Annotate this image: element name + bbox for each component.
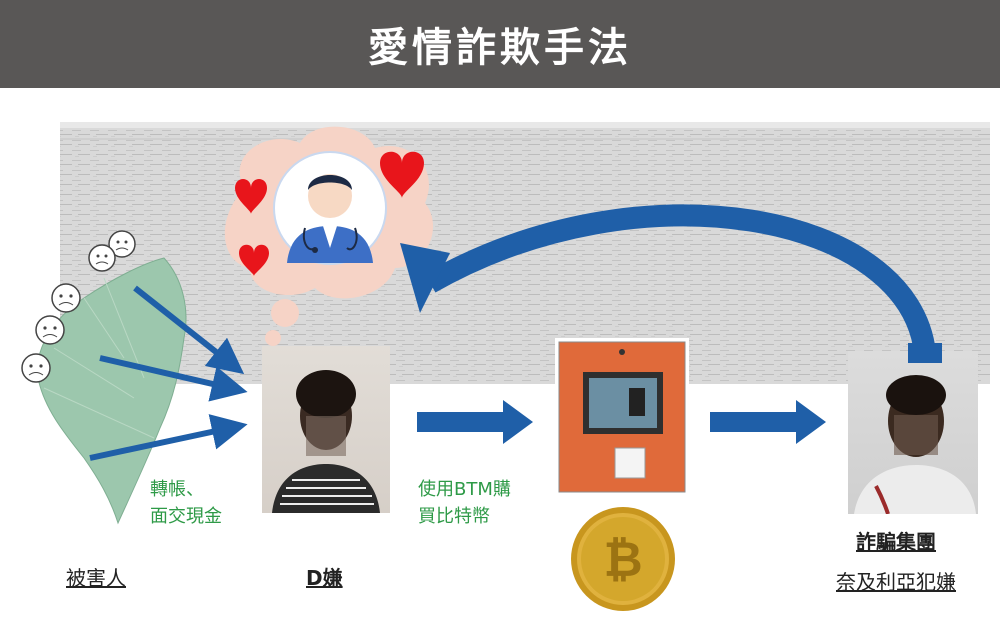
- worried-face-icon: [88, 244, 116, 272]
- nigerian-suspect-photo: [848, 351, 978, 514]
- victim-arrows: [89, 285, 248, 461]
- svg-text:₿: ₿: [603, 532, 642, 588]
- btm-caption: 使用BTM購 買比特幣: [418, 476, 511, 530]
- btm-line1: 使用BTM購: [418, 479, 511, 500]
- page-title: 愛情詐欺手法: [368, 25, 632, 71]
- bitcoin-icon: ₿: [571, 507, 675, 611]
- title-bar: 愛情詐欺手法: [0, 0, 1000, 88]
- worried-face-icon: [21, 353, 51, 383]
- worried-faces: [21, 230, 136, 383]
- nigerian-suspect-label: 奈及利亞犯嫌: [836, 570, 956, 594]
- suspect-d-label: D嫌: [306, 566, 343, 590]
- heart-icon: [380, 151, 424, 198]
- transfer-line1: 轉帳、: [150, 479, 204, 500]
- btm-machine: [555, 338, 689, 496]
- thought-bubble: [224, 126, 434, 346]
- transfer-line2: 面交現金: [150, 506, 222, 527]
- doctor-avatar: [273, 151, 387, 265]
- worried-face-icon: [108, 230, 136, 258]
- worried-face-icon: [35, 315, 65, 345]
- arrow-to-group: [710, 400, 826, 444]
- suspect-d-photo: [262, 346, 390, 513]
- heart-icon: [239, 244, 269, 276]
- diagram: ₿ 轉帳、 面交現金 使用BTM購 買比特幣 被害人 D嫌 詐騙集團 奈及利亞犯…: [0, 88, 1000, 619]
- arrow-to-btm: [417, 400, 533, 444]
- fraud-group-label: 詐騙集團: [856, 530, 936, 554]
- btm-line2: 買比特幣: [418, 506, 490, 527]
- heart-icon: [235, 179, 267, 214]
- worried-face-icon: [51, 283, 81, 313]
- victim-label: 被害人: [66, 566, 126, 590]
- transfer-caption: 轉帳、 面交現金: [150, 476, 222, 530]
- return-arrow: [400, 204, 942, 363]
